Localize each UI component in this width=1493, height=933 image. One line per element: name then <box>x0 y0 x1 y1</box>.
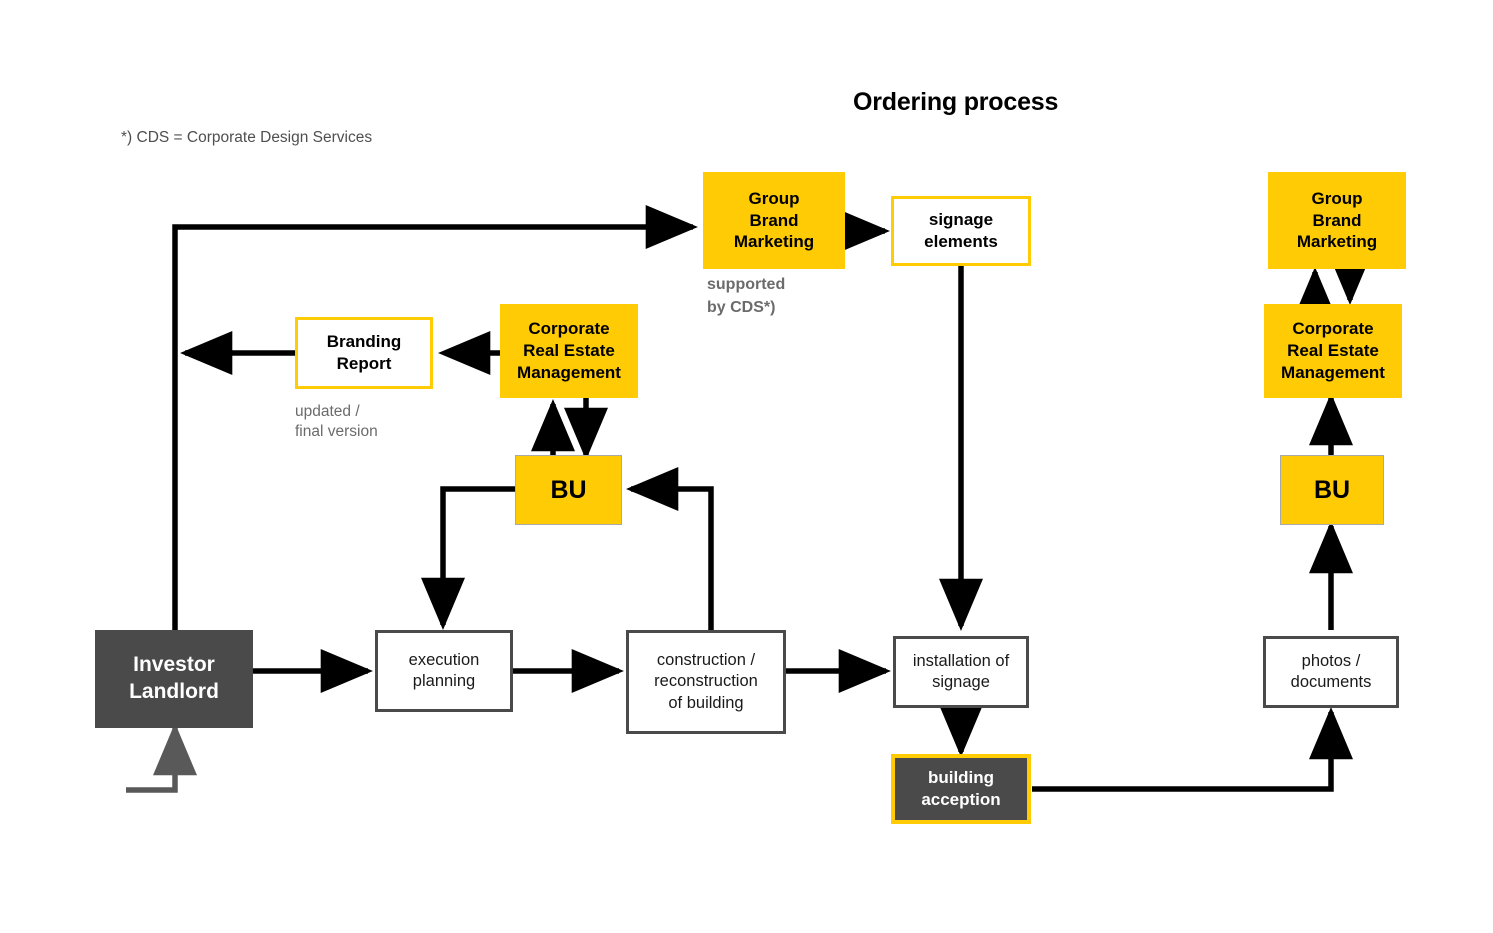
node-label: signage elements <box>924 210 998 251</box>
node-signage-elements[interactable]: signage elements <box>891 196 1031 266</box>
node-photos-documents[interactable]: photos / documents <box>1263 636 1399 708</box>
node-label: Investor Landlord <box>129 653 219 703</box>
node-branding-report[interactable]: Branding Report <box>295 317 433 389</box>
node-installation-of-signage[interactable]: installation of signage <box>893 636 1029 708</box>
caption-supported-by-cds: supported by CDS*) <box>707 276 786 316</box>
node-label: Group Brand Marketing <box>1296 188 1378 252</box>
node-group-brand-marketing-left[interactable]: Group Brand Marketing <box>703 172 845 269</box>
node-label: execution planning <box>408 650 480 690</box>
footnote-cds: *) CDS = Corporate Design Services <box>121 129 373 146</box>
node-label: Corporate Real Estate Management <box>517 319 621 382</box>
node-group-brand-marketing-right[interactable]: Group Brand Marketing <box>1268 172 1406 269</box>
node-label: photos / documents <box>1290 651 1372 691</box>
node-bu-right[interactable]: BU <box>1280 455 1384 525</box>
node-building-acception[interactable]: building acception <box>891 754 1031 824</box>
node-corporate-real-estate-management-left[interactable]: Corporate Real Estate Management <box>500 304 638 398</box>
edge-construction-to-bu-left <box>626 467 714 630</box>
node-corporate-real-estate-management-right[interactable]: Corporate Real Estate Management <box>1264 304 1402 398</box>
node-label: Group Brand Marketing <box>733 188 815 252</box>
node-label: Branding Report <box>326 332 402 373</box>
page-title: Ordering process <box>853 88 1059 116</box>
node-investor-landlord[interactable]: Investor Landlord <box>95 630 253 728</box>
node-construction-reconstruction[interactable]: construction / reconstruction of buildin… <box>626 630 786 734</box>
edge-bu-left-to-execution <box>421 486 515 630</box>
edge-investor-to-gbm <box>172 205 698 630</box>
node-label: BU <box>550 476 587 504</box>
caption-updated-final-version: updated / final version <box>295 403 378 440</box>
node-label: BU <box>1313 476 1351 504</box>
node-label: installation of signage <box>912 651 1010 691</box>
node-bu-left[interactable]: BU <box>515 455 622 525</box>
node-execution-planning[interactable]: execution planning <box>375 630 513 712</box>
node-label: construction / reconstruction of buildin… <box>654 651 758 712</box>
edge-building-acception-to-photos <box>1032 707 1353 792</box>
node-label: Corporate Real Estate Management <box>1281 319 1385 382</box>
edge-external-to-investor <box>126 723 197 793</box>
node-label: building acception <box>921 768 1001 809</box>
